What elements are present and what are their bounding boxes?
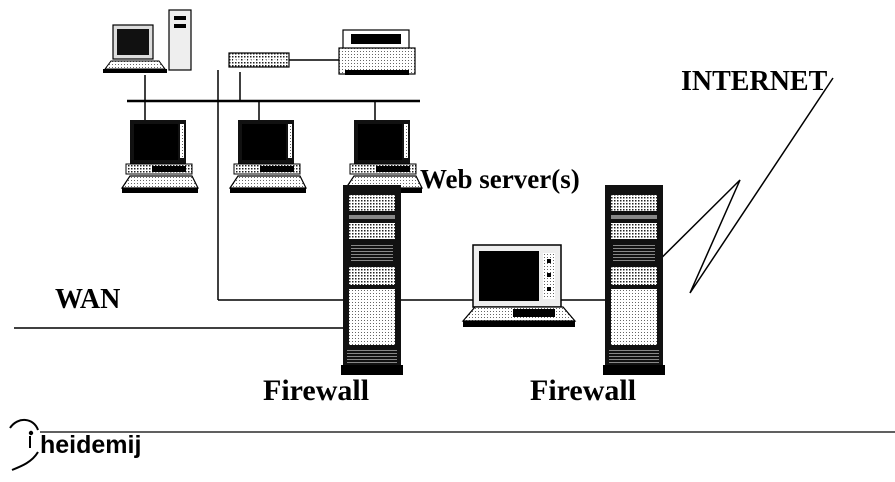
tower-computer-icon xyxy=(168,9,192,71)
desktop-computer-icon xyxy=(103,24,167,73)
workstation-icon xyxy=(121,119,199,194)
server-rack-icon xyxy=(603,185,665,375)
workstation-icon xyxy=(229,119,307,194)
server-rack-icon xyxy=(341,185,403,375)
workstation-icon xyxy=(461,244,577,327)
firewall-label-2: Firewall xyxy=(530,374,637,407)
internet-label: INTERNET xyxy=(681,66,828,97)
printer-icon xyxy=(338,29,416,75)
web-server-label: Web server(s) xyxy=(420,164,580,194)
network-lines xyxy=(14,59,834,329)
wan-label: WAN xyxy=(55,284,121,315)
lightning-link-icon xyxy=(618,77,834,301)
hub-icon xyxy=(228,52,290,68)
workstation-icon xyxy=(345,119,423,194)
firewall-label-1: Firewall xyxy=(263,374,370,407)
heidemij-logo-text: heidemij xyxy=(40,431,142,459)
heidemij-logo-mark xyxy=(9,419,39,471)
